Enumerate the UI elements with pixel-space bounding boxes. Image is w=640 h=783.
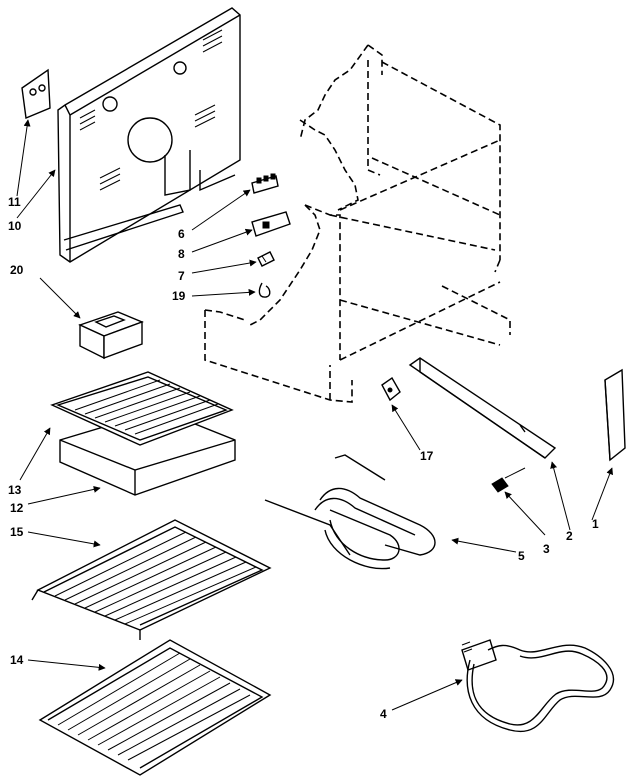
callout-19: 19	[172, 289, 186, 303]
callout-10: 10	[8, 219, 22, 233]
callout-8: 8	[178, 247, 185, 261]
tab-bracket	[381, 376, 401, 402]
callout-15: 15	[10, 525, 24, 539]
callout-5: 5	[518, 549, 525, 563]
callout-14: 14	[10, 653, 24, 667]
small-clip	[491, 467, 526, 493]
terminal-block	[251, 173, 279, 194]
side-bracket	[604, 368, 626, 462]
callout-6: 6	[178, 227, 185, 241]
cover-plate	[21, 68, 51, 119]
callout-12: 12	[10, 501, 24, 515]
broil-element	[264, 454, 436, 570]
oven-rack-upper	[31, 519, 272, 640]
callout-2: 2	[566, 529, 573, 543]
callout-13: 13	[8, 483, 22, 497]
callout-7: 7	[178, 269, 185, 283]
broil-grid	[50, 371, 234, 446]
callout-labels: 1 2 3 4 5 6 7 8 10 11 12 13 14 15 17 19 …	[8, 195, 599, 721]
callout-11: 11	[8, 195, 21, 209]
oven-rack-lower	[38, 639, 272, 776]
callout-1: 1	[592, 517, 599, 531]
bracket	[251, 211, 291, 237]
leader-lines	[16, 119, 614, 711]
back-panel	[57, 7, 241, 263]
oven-cavity-dashed	[204, 44, 511, 403]
clip	[257, 251, 275, 267]
callout-4: 4	[380, 707, 387, 721]
support-rail	[408, 357, 557, 459]
callout-3: 3	[543, 542, 550, 556]
callout-17: 17	[420, 449, 434, 463]
bake-element	[461, 639, 615, 733]
callout-20: 20	[10, 263, 24, 277]
wire-hook	[258, 282, 271, 298]
vent-slots	[79, 29, 223, 191]
small-box	[78, 311, 144, 360]
